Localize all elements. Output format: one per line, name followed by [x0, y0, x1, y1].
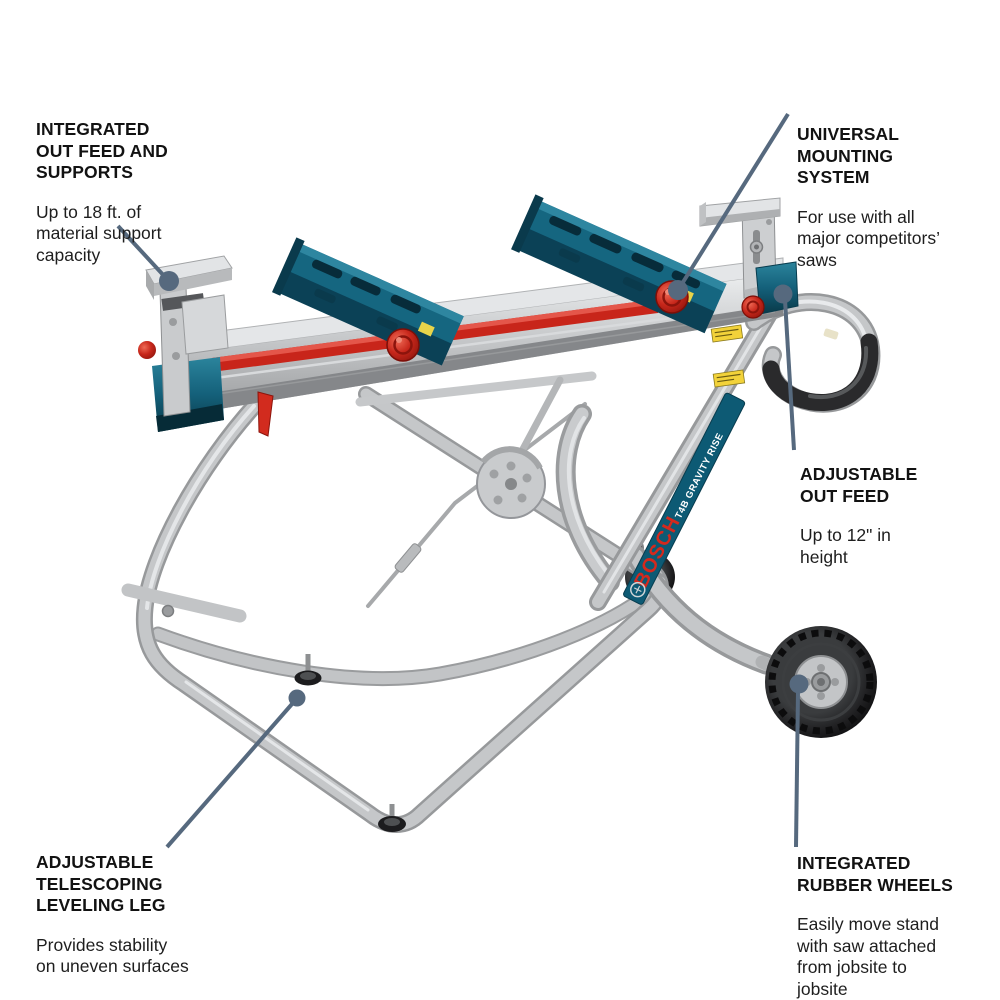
leader-leveling-leg	[165, 702, 294, 849]
callout-body: Easily move stand with saw attached from…	[797, 914, 940, 999]
callout-leaders	[116, 112, 809, 849]
mount-knob-left	[386, 328, 420, 362]
callout-integrated-rubber-wheels: INTEGRATED RUBBER WHEELS Easily move sta…	[797, 835, 953, 1000]
leader-universal-mounting	[678, 112, 790, 289]
handle-grip	[762, 333, 879, 411]
outfeed-knob	[741, 295, 765, 319]
callout-integrated-out-feed-supports: INTEGRATED OUT FEED AND SUPPORTS Up to 1…	[36, 101, 168, 284]
callout-adjustable-out-feed: ADJUSTABLE OUT FEED Up to 12" in height	[800, 446, 917, 586]
leader-adjustable-outfeed	[783, 299, 796, 451]
pivot-gear-plate	[476, 446, 546, 519]
main-wheel	[765, 626, 877, 738]
bosch-model-label: BOSCH T4B GRAVITY RISE	[623, 392, 746, 605]
leader-rubber-wheels	[794, 690, 800, 848]
callout-adjustable-telescoping-leveling-leg: ADJUSTABLE TELESCOPING LEVELING LEG Prov…	[36, 834, 189, 996]
warning-label	[712, 369, 746, 388]
leader-dot	[288, 689, 306, 707]
callout-title: INTEGRATED OUT FEED AND SUPPORTS	[36, 119, 168, 182]
callout-body: Up to 18 ft. of material support capacit…	[36, 201, 162, 265]
universal-mounting-bracket	[699, 197, 781, 308]
release-lever	[257, 391, 274, 437]
leveling-foot-bottom	[378, 804, 406, 832]
leader-outfeed-supports	[116, 224, 168, 280]
leader-dot	[159, 271, 179, 291]
lower-pivot-strut	[121, 583, 247, 623]
callout-title: ADJUSTABLE OUT FEED	[800, 464, 918, 506]
small-knob	[138, 341, 156, 359]
labeled-leg-tube	[589, 293, 785, 611]
callout-universal-mounting-system: UNIVERSAL MOUNTING SYSTEM For use with a…	[797, 106, 940, 289]
handle-warning-sticker	[823, 328, 839, 340]
leader-dot	[773, 284, 793, 304]
bosch-emblem-icon	[630, 581, 646, 598]
callout-body: Provides stability on uneven surfaces	[36, 934, 189, 977]
callout-body: Up to 12" in height	[800, 525, 891, 567]
warning-label	[710, 324, 744, 343]
callout-body: For use with all major competitors’ saws	[797, 206, 940, 270]
leader-dot	[668, 280, 688, 300]
callout-title: UNIVERSAL MOUNTING SYSTEM	[797, 124, 900, 187]
callout-title: ADJUSTABLE TELESCOPING LEVELING LEG	[36, 852, 166, 915]
base-frame	[135, 395, 669, 833]
callout-title: INTEGRATED RUBBER WHEELS	[797, 853, 953, 895]
leader-dot	[789, 674, 809, 694]
leveling-foot-front	[294, 654, 322, 686]
rail-sticker	[417, 321, 435, 337]
